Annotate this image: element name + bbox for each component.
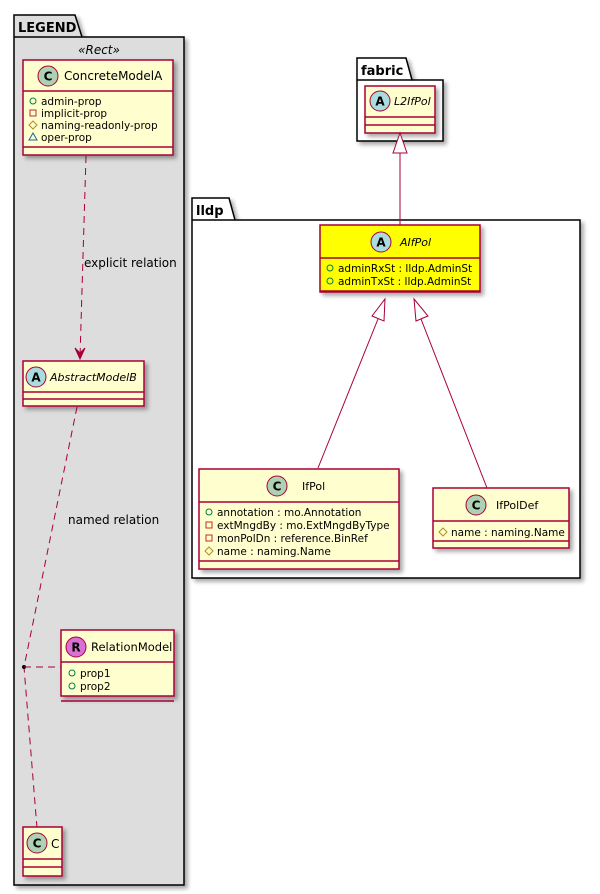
attr-list: admin-prop implicit-prop naming-readonly…: [28, 96, 158, 144]
svg-text:C: C: [273, 480, 282, 494]
class-icon: [26, 832, 48, 854]
class-name: AbstractModelB: [49, 371, 137, 384]
class-c[interactable]: C C: [22, 826, 63, 877]
inheritance-arrow-icon: [392, 131, 408, 154]
lldp-package-label: lldp: [196, 204, 224, 219]
edge-aifpol-extends-l2ifpol[interactable]: [392, 131, 408, 225]
abstract-icon: [370, 231, 392, 253]
public-icon: [326, 277, 334, 285]
attribute: prop2: [80, 681, 111, 693]
public-icon: [68, 669, 76, 677]
edge-label-named: named relation: [68, 513, 159, 527]
protected-icon: [438, 527, 448, 537]
package-icon: [28, 131, 38, 141]
svg-text:C: C: [44, 70, 53, 84]
svg-text:A: A: [375, 95, 385, 109]
attribute: naming-readonly-prop: [41, 120, 158, 132]
class-concrete-model-a[interactable]: C ConcreteModelA admin-prop implicit-pro…: [22, 59, 174, 156]
public-icon: [68, 682, 76, 690]
class-relation-model[interactable]: R RelationModel prop1 prop2: [60, 629, 175, 702]
public-icon: [29, 97, 37, 105]
legend-stereotype: «Rect»: [78, 43, 120, 57]
class-icon: [266, 475, 288, 497]
abstract-icon: [369, 90, 391, 112]
relation-icon: [65, 636, 87, 658]
class-name: AIfPol: [399, 236, 431, 249]
fabric-package-label: fabric: [361, 64, 403, 79]
public-icon: [326, 264, 334, 272]
class-name: ConcreteModelA: [64, 69, 163, 83]
svg-text:C: C: [33, 837, 42, 851]
attribute: adminRxSt : lldp.AdminSt: [338, 263, 472, 275]
attribute: oper-prop: [41, 132, 92, 144]
inheritance-arrow-icon: [371, 297, 386, 322]
class-ifpoldef[interactable]: C IfPolDef name : naming.Name: [432, 487, 570, 549]
protected-icon: [28, 120, 38, 130]
private-icon: [29, 109, 37, 117]
private-icon: [205, 534, 213, 542]
attribute: extMngdBy : mo.ExtMngdByType: [217, 520, 390, 532]
class-aifpol[interactable]: A AIfPol adminRxSt : lldp.AdminSt adminT…: [319, 224, 481, 293]
svg-text:R: R: [71, 641, 80, 655]
protected-icon: [204, 546, 214, 556]
attribute: monPolDn : reference.BinRef: [217, 533, 368, 545]
edge-label-explicit: explicit relation: [84, 256, 177, 270]
edge-ifpol-extends-aifpol[interactable]: [317, 297, 386, 469]
attribute: adminTxSt : lldp.AdminSt: [338, 276, 471, 288]
legend-package-label: LEGEND: [18, 21, 77, 36]
public-icon: [205, 508, 213, 516]
attribute: name : naming.Name: [217, 546, 331, 558]
arrow-head-icon: [74, 347, 86, 361]
edge-ifpoldef-extends-aifpol[interactable]: [413, 297, 488, 489]
class-name: IfPol: [302, 480, 325, 493]
class-abstract-model-b[interactable]: A AbstractModelB: [22, 360, 145, 407]
class-l2ifpol[interactable]: A L2IfPol: [364, 85, 436, 134]
attribute: implicit-prop: [41, 108, 107, 120]
attribute: name : naming.Name: [451, 527, 565, 539]
svg-text:A: A: [376, 236, 386, 250]
svg-text:C: C: [472, 499, 481, 513]
class-name: L2IfPol: [394, 95, 431, 108]
edge-named-relation[interactable]: named relation: [22, 406, 159, 869]
attribute: admin-prop: [41, 96, 102, 108]
inheritance-arrow-icon: [413, 297, 429, 322]
class-name: C: [51, 837, 59, 851]
class-icon: [37, 65, 59, 87]
private-icon: [205, 521, 213, 529]
class-icon: [465, 494, 487, 516]
attribute: prop1: [80, 668, 111, 680]
class-name: RelationModel: [91, 640, 172, 654]
svg-text:A: A: [31, 371, 41, 385]
attribute: annotation : mo.Annotation: [217, 507, 361, 519]
class-ifpol[interactable]: C IfPol annotation : mo.Annotation extMn…: [198, 468, 400, 570]
abstract-icon: [25, 366, 47, 388]
edge-explicit-relation[interactable]: explicit relation: [74, 155, 177, 361]
class-name: IfPolDef: [496, 499, 539, 512]
